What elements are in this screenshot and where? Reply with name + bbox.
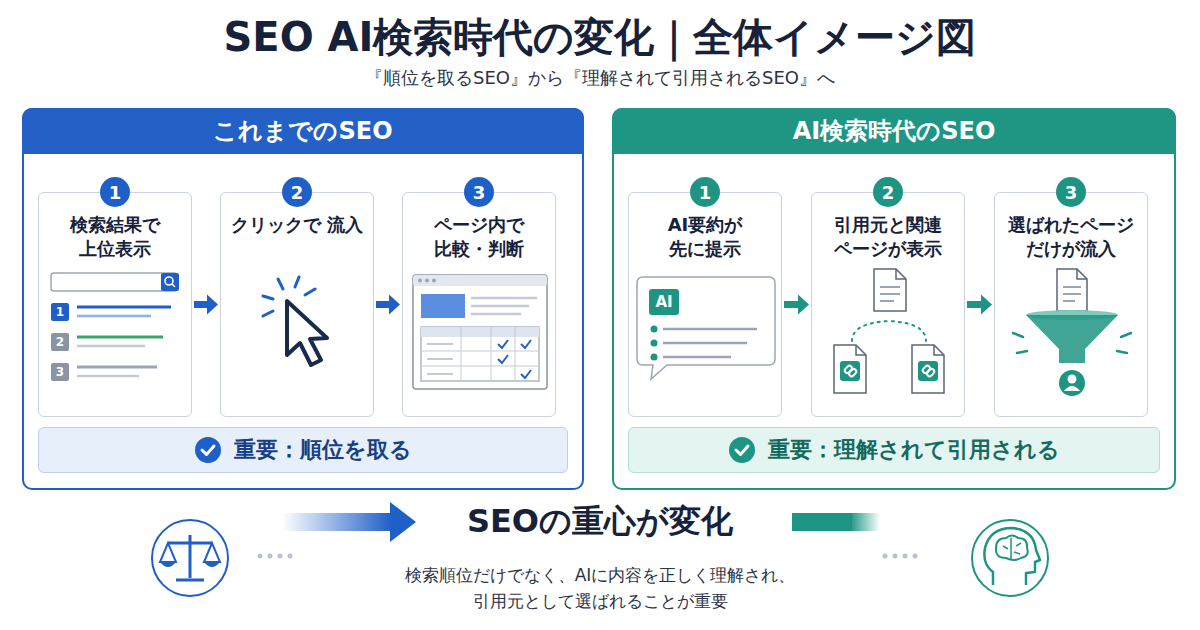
shift-heading: SEOの重心が変化 [420,500,780,544]
highlight-text: 重要：理解されて引用される [768,435,1060,465]
callout-number: 1 [690,177,720,207]
step-heading: クリックで 流入 [227,213,367,267]
panel-header: これまでのSEO [22,108,584,154]
step-heading: 引用元と関連 ページが表示 [818,213,958,267]
panel: これまでのSEO1検索結果で 上位表示1232クリックで 流入3ページ内で 比較… [22,108,584,490]
step-heading: AI要約が 先に提示 [635,213,775,267]
check-icon [728,436,756,464]
process-box: 1検索結果で 上位表示123 [38,192,192,417]
callout-number: 2 [873,177,903,207]
ai-badge: AI [649,289,679,315]
scale-icon [152,520,228,596]
rank-number: 1 [51,303,69,321]
callout-number: 3 [1056,177,1086,207]
process-box: 3選ばれたページ だけが流入 [994,192,1148,417]
process-box: 3ページ内で 比較・判断 [402,192,556,417]
step-heading: ページ内で 比較・判断 [409,213,549,267]
process-box: 2クリックで 流入 [220,192,374,417]
highlight-box: 重要：理解されて引用される [628,427,1160,473]
rank-number: 2 [51,333,69,351]
connector-arrow [967,295,992,315]
connector-arrow [194,295,218,315]
step-heading: 選ばれたページ だけが流入 [1001,213,1141,267]
callout-number: 2 [282,177,312,207]
check-icon [194,436,222,464]
process-box: 2引用元と関連 ページが表示 [811,192,965,417]
panel: AI検索時代のSEO1AI要約が 先に提示AI2引用元と関連 ページが表示3選ば… [612,108,1176,490]
highlight-text: 重要：順位を取る [234,435,412,465]
panel-header: AI検索時代のSEO [612,108,1176,154]
highlight-box: 重要：順位を取る [38,427,568,473]
subtitle: 『順位を取るSEO』から『理解されて引用されるSEO』へ [0,66,1200,90]
connector-arrow [376,295,400,315]
rank-number: 3 [51,363,69,381]
dots [258,554,918,559]
brain-icon [972,520,1048,596]
callout-number: 3 [464,177,494,207]
step-heading: 検索結果で 上位表示 [45,213,185,267]
process-box: 1AI要約が 先に提示AI [628,192,782,417]
title: SEO AI検索時代の変化｜全体イメージ図 [0,10,1200,65]
caption: 検索順位だけでなく、AIに内容を正しく理解され、 引用元として選ばれることが重要 [390,562,810,615]
connector-arrow [784,295,809,315]
callout-number: 1 [100,177,130,207]
